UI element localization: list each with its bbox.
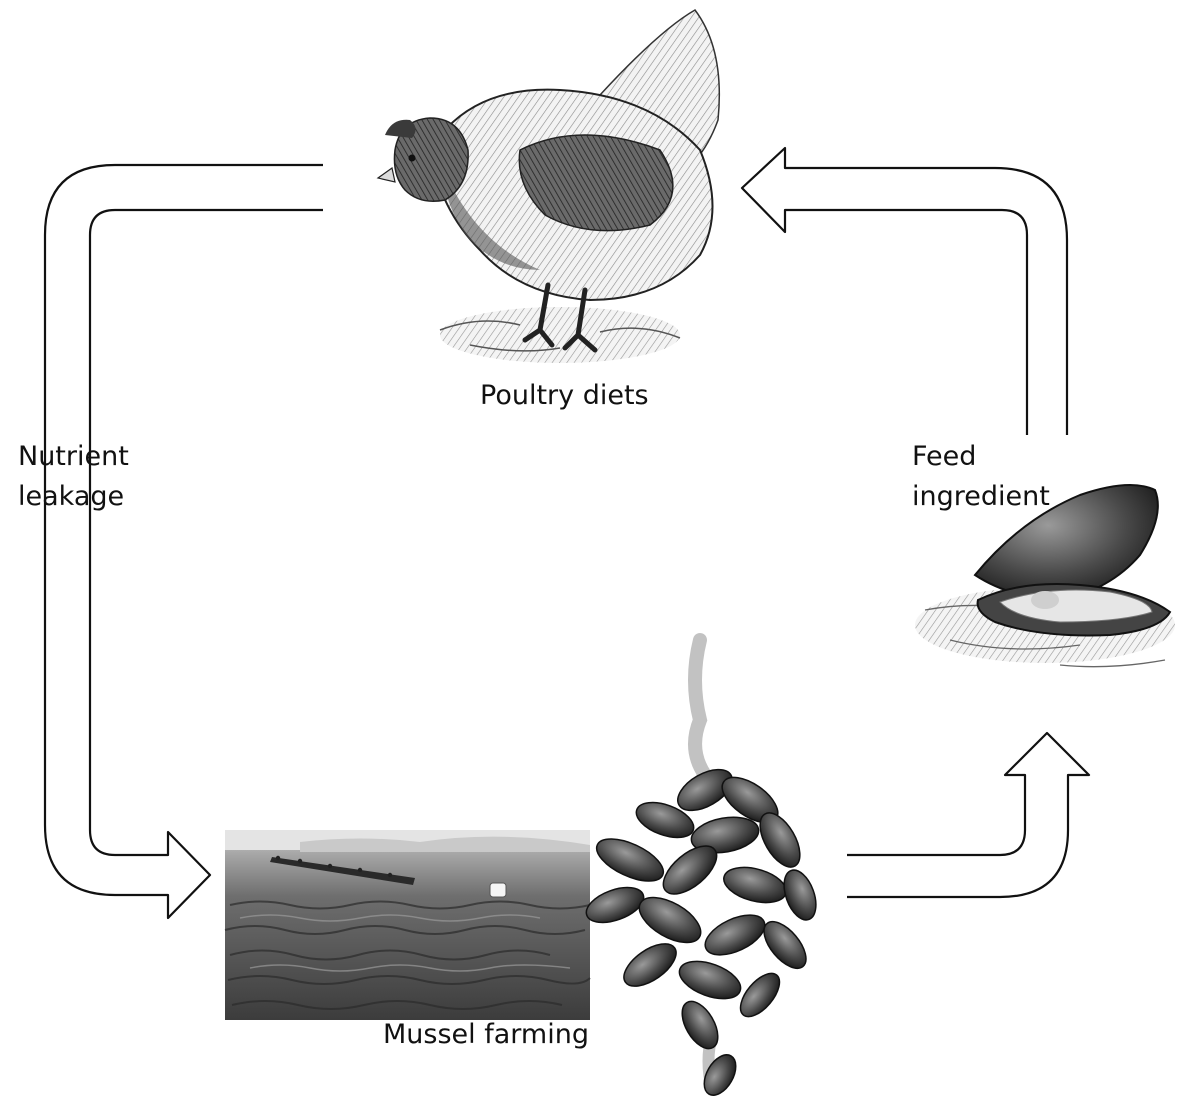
feed-ingredient-line2: ingredient <box>912 477 1050 517</box>
feed-ingredient-label: Feed ingredient <box>912 437 1050 517</box>
poultry-diets-text: Poultry diets <box>480 376 649 416</box>
mussel-farming-text: Mussel farming <box>383 1015 589 1055</box>
sea-photo <box>225 830 590 1020</box>
mussel-farming-label: Mussel farming <box>383 1015 589 1055</box>
harvest-arrow <box>847 733 1089 897</box>
feed-ingredient-arrow <box>742 148 1067 435</box>
nutrient-leakage-label: Nutrient leakage <box>18 437 129 517</box>
nutrient-leakage-line1: Nutrient <box>18 437 129 477</box>
hen-illustration <box>378 10 719 363</box>
feed-ingredient-line1: Feed <box>912 437 1050 477</box>
nutrient-leakage-arrow <box>45 165 323 918</box>
nutrient-leakage-line2: leakage <box>18 477 129 517</box>
mussel-cluster-illustration <box>582 640 822 1098</box>
poultry-diets-label: Poultry diets <box>480 376 649 416</box>
